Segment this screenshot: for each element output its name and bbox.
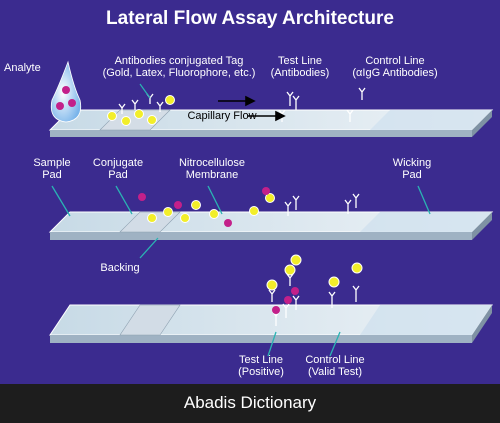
antibodies-tag-label: Antibodies conjugated Tag (Gold, Latex, … <box>102 55 256 79</box>
test-line-positive-label: Test Line (Positive) <box>238 354 284 378</box>
footer-bar: Abadis Dictionary <box>0 384 500 423</box>
sample-pad-label: Sample Pad <box>33 157 71 181</box>
capillary-flow-label: Capillary Flow <box>187 110 257 122</box>
control-line-label: Control Line (αIgG Antibodies) <box>352 55 438 79</box>
strip-2 <box>48 185 494 259</box>
diagram-title: Lateral Flow Assay Architecture <box>106 8 394 29</box>
analyte-label: Analyte <box>4 62 41 74</box>
membrane-label: Nitrocellulose Membrane <box>178 157 246 181</box>
diagram-canvas <box>48 60 494 357</box>
backing-label: Backing <box>100 262 140 274</box>
lfa-diagram: Lateral Flow Assay Architecture <box>4 8 494 378</box>
test-line-label: Test Line (Antibodies) <box>270 55 330 79</box>
strip-3 <box>49 254 493 357</box>
control-line-valid-label: Control Line (Valid Test) <box>305 354 365 378</box>
footer-brand[interactable]: Abadis Dictionary <box>183 393 317 412</box>
strip-1 <box>48 60 494 137</box>
conjugate-pad-label: Conjugate Pad <box>92 157 144 181</box>
wicking-pad-label: Wicking Pad <box>392 157 432 181</box>
